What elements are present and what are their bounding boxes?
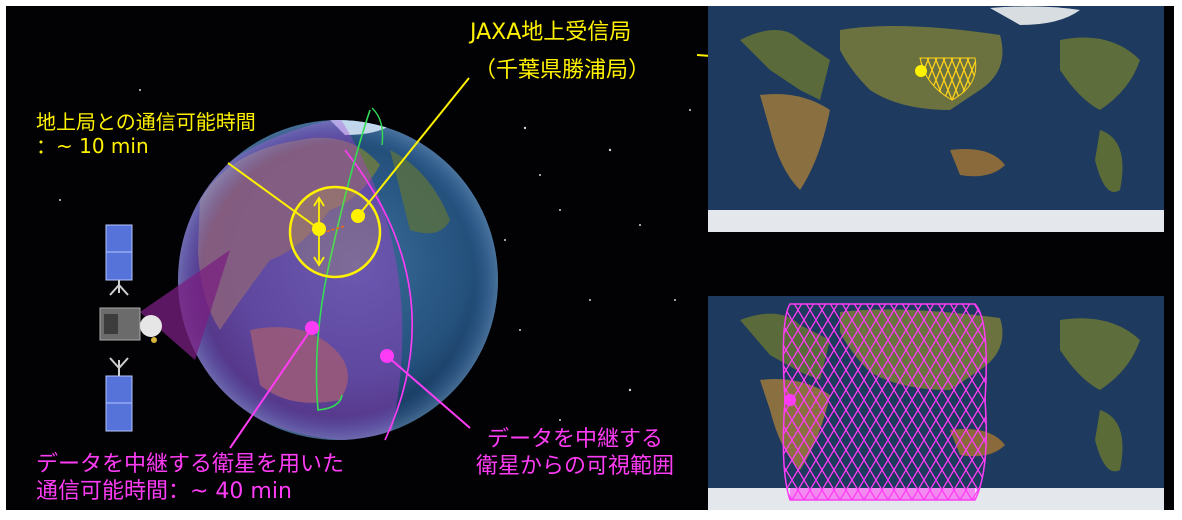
relay-contact-line2: 通信可能時間：~ 40 min (36, 478, 292, 504)
ground-station-location: （千葉県勝浦局） (474, 58, 651, 83)
relay-contact-line1: データを中継する衛星を用いた (36, 452, 345, 477)
ground-contact-label: 地上局との通信可能時間 ：~ 10 min (36, 110, 256, 159)
stars (59, 89, 691, 471)
relay-visibility-line1: データを中継する (487, 427, 664, 452)
world-map-bottom (708, 296, 1164, 510)
world-map-top (708, 6, 1164, 232)
earth-globe (178, 107, 498, 441)
relay-contact-label: データを中継する衛星を用いた 通信可能時間：~ 40 min (36, 452, 344, 506)
relay-visibility-line2: 衛星からの可視範囲 (476, 453, 675, 479)
ground-station-name: JAXA地上受信局 (470, 20, 632, 45)
ground-station-sub-label: （千葉県勝浦局） (474, 58, 650, 85)
satellite-icon (99, 224, 230, 432)
relay-visibility-label: データを中継する 衛星からの可視範囲 (476, 427, 674, 481)
ground-station-label: JAXA地上受信局 (470, 20, 631, 47)
ground-contact-time: ：~ 10 min (36, 134, 149, 159)
ground-contact-title: 地上局との通信可能時間 (36, 110, 256, 134)
